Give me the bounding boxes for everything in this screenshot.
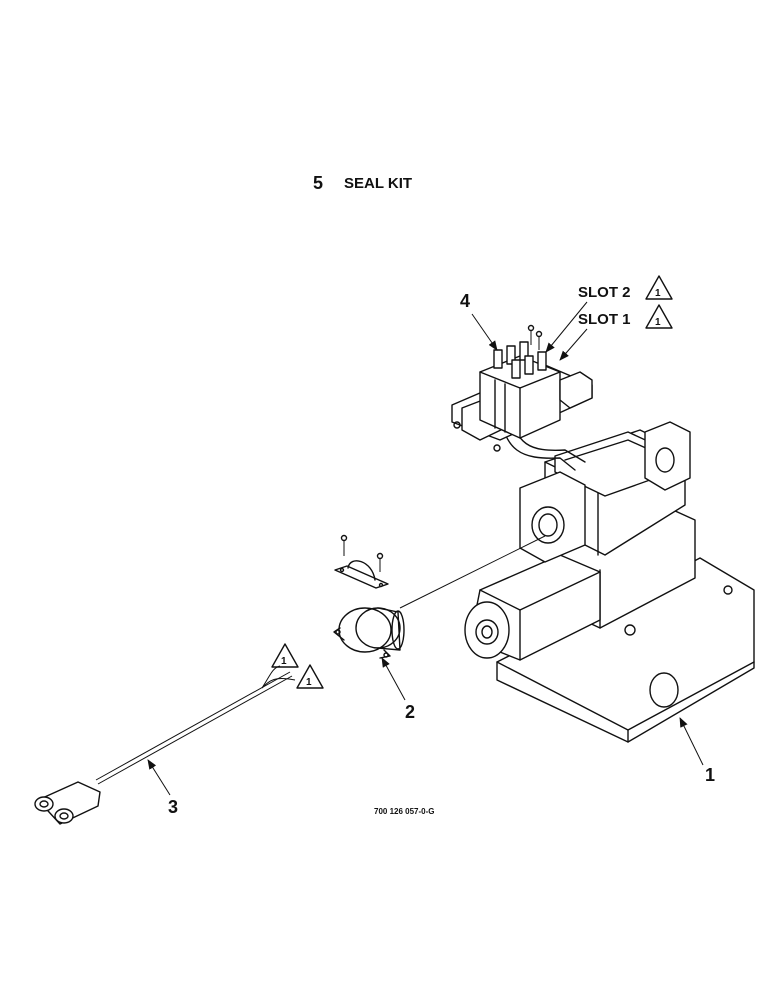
svg-text:1: 1 [281, 656, 287, 667]
note-triangle-slot-1: 1 [645, 304, 673, 329]
svg-text:1: 1 [306, 677, 312, 688]
seal-kit-item-number: 5 [313, 173, 323, 193]
note-triangle-cable-upper: 1 [271, 643, 299, 668]
callout-4: 4 [460, 291, 470, 311]
slot-2-label: SLOT 2 [578, 284, 631, 301]
slot-1-label: SLOT 1 [578, 311, 631, 328]
valve-body-part [464, 407, 755, 743]
svg-text:1: 1 [655, 317, 661, 328]
terminal-block-part [451, 324, 593, 452]
callout-2: 2 [405, 702, 415, 722]
svg-text:1: 1 [655, 288, 661, 299]
note-triangle-slot-2: 1 [645, 275, 673, 300]
seal-kit-label: SEAL KIT [344, 175, 412, 192]
drawing-number: 700 126 057-0-G [374, 807, 435, 816]
cable-assembly-part [34, 665, 296, 825]
callout-1: 1 [705, 765, 715, 785]
callout-3: 3 [168, 797, 178, 817]
note-triangle-cable-lower: 1 [296, 664, 324, 689]
cover-gasket-part [333, 534, 546, 659]
